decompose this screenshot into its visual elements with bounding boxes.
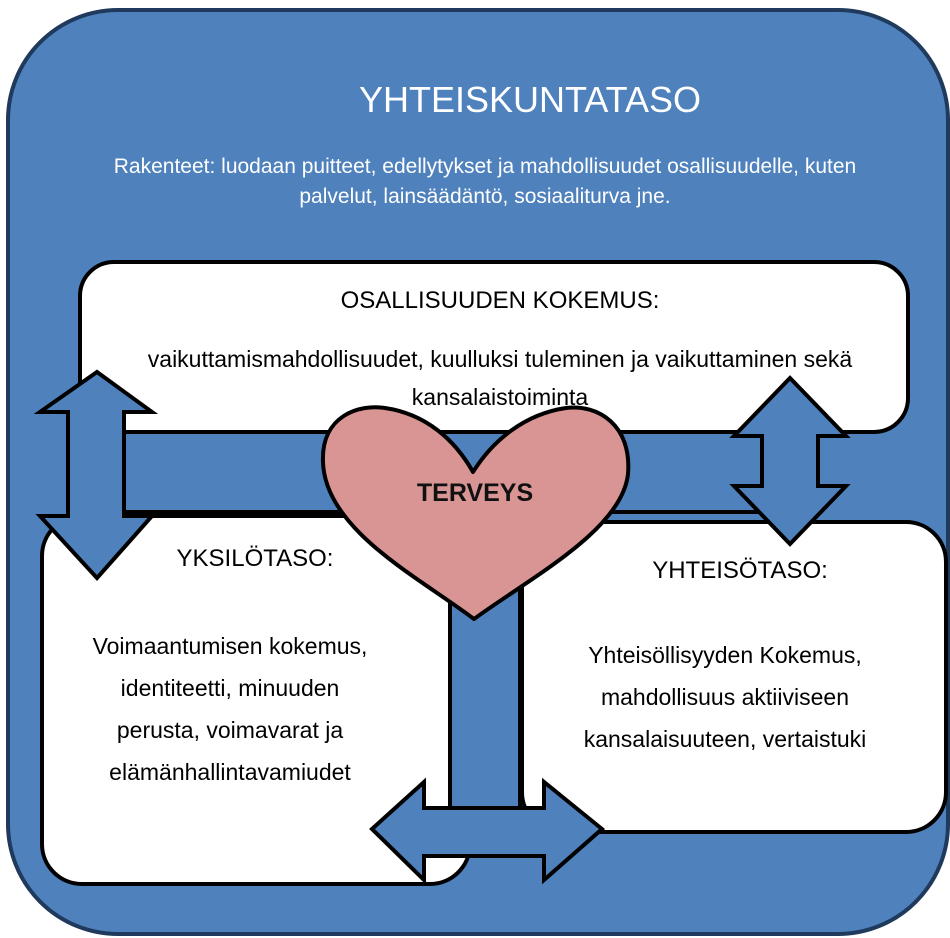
bottom-double-arrow (369, 777, 606, 885)
community-level-title: YHTEISÖTASO: (652, 557, 828, 584)
individual-level-title: YKSILÖTASO: (176, 545, 334, 572)
health-heart (320, 405, 631, 621)
experience-box (78, 260, 910, 434)
community-level-text: Yhteisöllisyyden Kokemus, mahdollisuus a… (583, 642, 867, 752)
societal-level-title: YHTEISKUNTATASO (358, 79, 702, 120)
individual-level-text: Voimaantumisen kokemus, identiteetti, mi… (92, 633, 368, 785)
left-double-arrow (33, 369, 159, 581)
right-double-arrow (729, 375, 851, 547)
societal-level-description: Rakenteet: luodaan puitteet, edellytykse… (113, 155, 857, 208)
experience-title: OSALLISUUDEN KOKEMUS: (340, 287, 660, 314)
experience-text: vaikuttamismahdollisuudet, kuulluksi tul… (147, 346, 853, 410)
health-label: TERVEYS (416, 479, 534, 507)
